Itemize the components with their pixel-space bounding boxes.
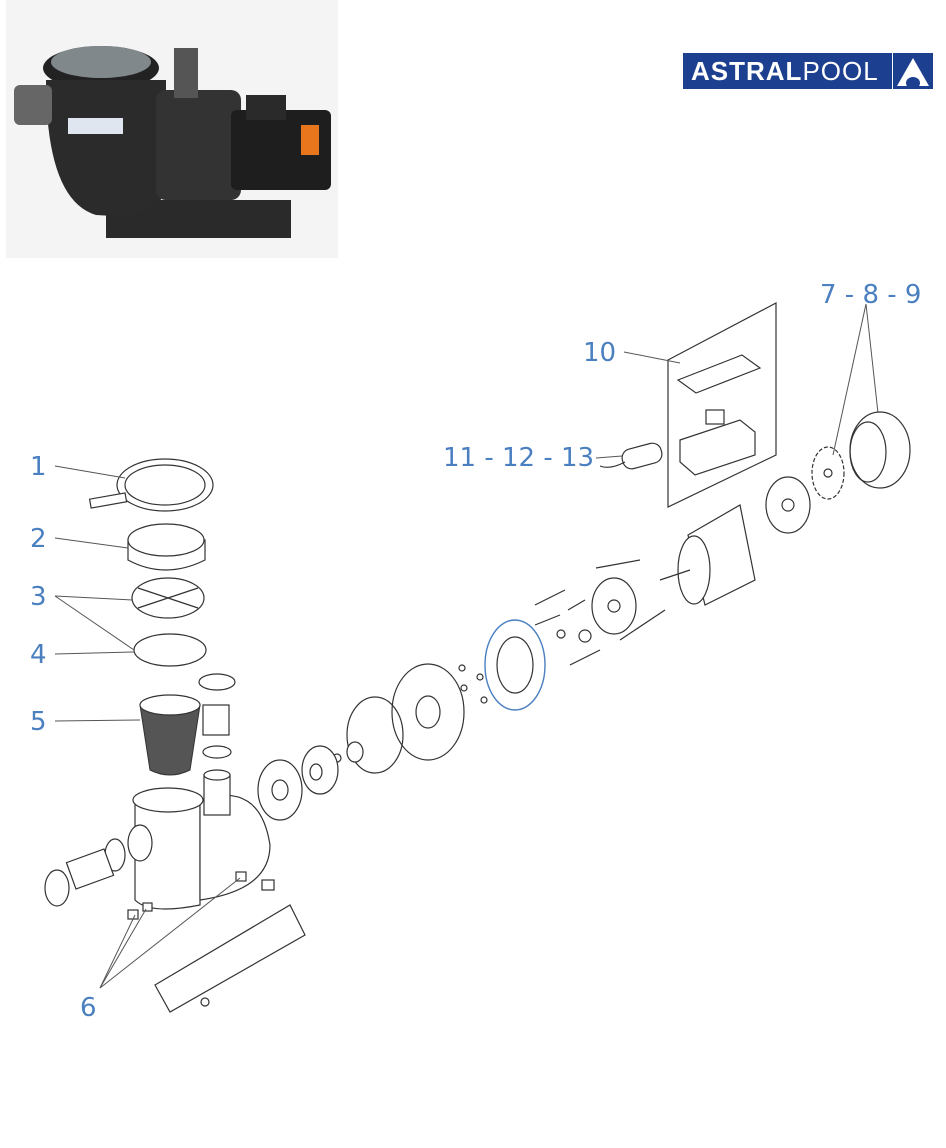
- lid-part: [131, 577, 205, 619]
- part-label-5: 5: [30, 707, 47, 737]
- lid-key-part: [88, 458, 214, 512]
- part-label-3: 3: [30, 582, 47, 612]
- part-label-10: 10: [583, 338, 616, 368]
- motor-bracket-part: [484, 619, 546, 711]
- terminal-box-part: [676, 354, 762, 476]
- diffuser-part: [257, 759, 303, 821]
- logo-triangle-icon: [892, 53, 933, 89]
- part-label-1: 1: [30, 452, 47, 482]
- bolts-washers: [534, 589, 601, 666]
- leader-lines: [54, 303, 879, 989]
- pump-product-photo: [6, 0, 338, 258]
- motor-body: [659, 504, 756, 606]
- seal-plate-part: [391, 663, 465, 761]
- o-ring-large: [346, 696, 404, 774]
- motor-rear-shield: [765, 476, 811, 534]
- fan-cover-part: [849, 411, 911, 489]
- impeller-part: [301, 745, 339, 795]
- part-label-2: 2: [30, 524, 47, 554]
- lid-o-ring-part: [133, 633, 207, 667]
- pump-housing-part: [132, 769, 306, 1013]
- lid-locking-ring-part: [127, 523, 206, 571]
- part-label-4: 4: [30, 640, 47, 670]
- part-label-11-12-13: 11 - 12 - 13: [443, 443, 594, 473]
- logo-text: ASTRALPOOL: [691, 55, 879, 86]
- capacitor-part: [599, 442, 663, 470]
- part-label-6: 6: [80, 993, 97, 1023]
- strainer-basket-part: [139, 694, 201, 776]
- drain-plugs: [127, 871, 275, 1007]
- motor-front-shield: [591, 559, 666, 641]
- screws: [458, 664, 488, 704]
- astralpool-logo: ASTRALPOOL: [683, 53, 933, 89]
- fan-part: [811, 446, 845, 500]
- discharge-fittings: [198, 673, 236, 759]
- suction-fittings: [44, 824, 153, 907]
- part-label-7-8-9: 7 - 8 - 9: [820, 280, 921, 310]
- electrical-box-panel: [667, 302, 777, 508]
